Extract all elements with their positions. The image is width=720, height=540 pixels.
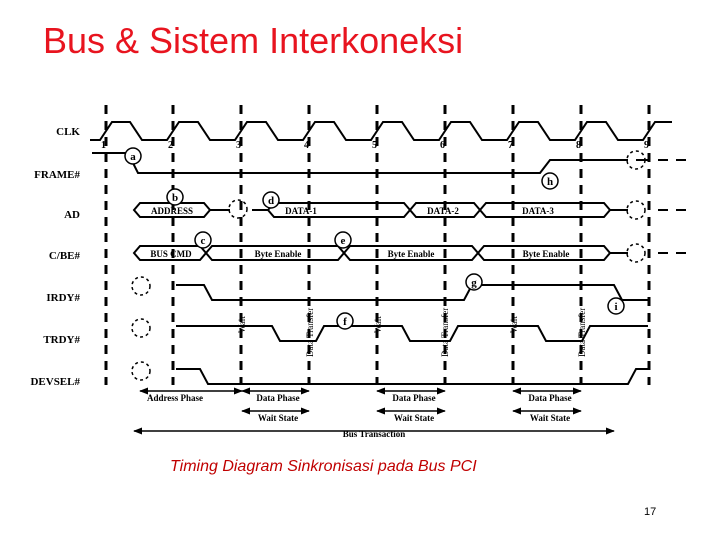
- vertical-label-wait: Wait: [237, 316, 247, 333]
- phase-labels: Address Phase Data Phase Data Phase Data…: [147, 393, 572, 439]
- bus-transaction-label: Bus Transaction: [343, 429, 405, 439]
- wait-state-label: Wait State: [530, 413, 570, 423]
- signal-label-trdy: TRDY#: [43, 334, 80, 346]
- clock-number: 9: [644, 140, 649, 151]
- clk-waveform: [90, 121, 672, 141]
- ad-label: ADDRESS: [151, 206, 193, 216]
- signal-label-frame: FRAME#: [34, 169, 80, 181]
- marker-a: a: [124, 147, 142, 165]
- wait-state-label: Wait State: [258, 413, 298, 423]
- marker-b: b: [166, 188, 184, 206]
- marker-i: i: [607, 297, 625, 315]
- svg-text:f: f: [343, 316, 347, 328]
- phase-arrows: [133, 387, 615, 435]
- pci-timing-diagram: CLK FRAME# AD C/BE# IRDY# TRDY# DEVSEL# …: [30, 105, 686, 439]
- clock-number: 8: [576, 140, 581, 151]
- signal-label-cbe: C/BE#: [49, 250, 81, 262]
- marker-c: c: [194, 231, 212, 249]
- svg-text:c: c: [201, 235, 206, 247]
- bus-labels: ADDRESS DATA-1 DATA-2 DATA-3 BUS CMD Byt…: [150, 206, 569, 259]
- svg-text:i: i: [614, 301, 617, 313]
- clock-number: 2: [168, 140, 173, 151]
- clock-numbers: 1 2 3 4 5 6 7 8 9: [101, 140, 649, 151]
- phase-label: Data Phase: [392, 393, 435, 403]
- clock-number: 6: [440, 140, 445, 151]
- slide-title: Bus & Sistem Interkoneksi: [43, 20, 464, 61]
- svg-text:h: h: [547, 176, 553, 188]
- irdy-waveform: [176, 284, 648, 301]
- cbe-label: BUS CMD: [150, 249, 192, 259]
- ad-label: DATA-3: [522, 206, 554, 216]
- svg-text:d: d: [268, 195, 274, 207]
- marker-g: g: [465, 273, 483, 291]
- marker-f: f: [336, 312, 354, 330]
- vertical-labels: Wait Data Transfer Wait Data Transfer Wa…: [237, 308, 587, 357]
- signal-label-ad: AD: [64, 209, 80, 221]
- cbe-label: Byte Enable: [255, 249, 302, 259]
- vertical-label-wait: Wait: [373, 316, 383, 333]
- vertical-label-data-transfer: Data Transfer: [305, 308, 315, 357]
- clock-number: 4: [304, 140, 309, 151]
- vertical-label-data-transfer: Data Transfer: [440, 308, 450, 357]
- phase-label: Address Phase: [147, 393, 203, 403]
- phase-label: Data Phase: [256, 393, 299, 403]
- phase-label: Data Phase: [528, 393, 571, 403]
- clock-number: 7: [508, 140, 513, 151]
- clock-number: 5: [372, 140, 377, 151]
- signal-label-devsel: DEVSEL#: [30, 376, 80, 388]
- wait-state-label: Wait State: [394, 413, 434, 423]
- page-number: 17: [644, 506, 657, 518]
- marker-e: e: [334, 231, 352, 249]
- svg-text:e: e: [341, 235, 346, 247]
- ad-waveform: [132, 202, 686, 218]
- clock-number: 3: [236, 140, 241, 151]
- svg-text:g: g: [471, 277, 477, 289]
- marker-d: d: [262, 191, 280, 209]
- vertical-label-data-transfer: Data Transfer: [577, 308, 587, 357]
- ad-label: DATA-1: [285, 206, 317, 216]
- devsel-waveform: [176, 368, 648, 385]
- hold-circles: [131, 150, 646, 381]
- signal-labels: CLK FRAME# AD C/BE# IRDY# TRDY# DEVSEL#: [30, 126, 80, 388]
- diagram-caption: Timing Diagram Sinkronisasi pada Bus PCI: [170, 458, 477, 475]
- cbe-label: Byte Enable: [388, 249, 435, 259]
- svg-text:b: b: [172, 192, 178, 204]
- marker-h: h: [541, 172, 559, 190]
- signal-label-clk: CLK: [56, 126, 80, 138]
- clock-number: 1: [101, 140, 106, 151]
- event-markers: a b c d e f g h i: [124, 147, 625, 330]
- vertical-label-wait: Wait: [509, 316, 519, 333]
- cbe-label: Byte Enable: [523, 249, 570, 259]
- ad-label: DATA-2: [427, 206, 459, 216]
- svg-text:a: a: [130, 151, 136, 163]
- trdy-waveform: [176, 325, 648, 342]
- frame-waveform: [92, 152, 686, 174]
- cbe-waveform: [132, 245, 686, 261]
- signal-label-irdy: IRDY#: [46, 292, 80, 304]
